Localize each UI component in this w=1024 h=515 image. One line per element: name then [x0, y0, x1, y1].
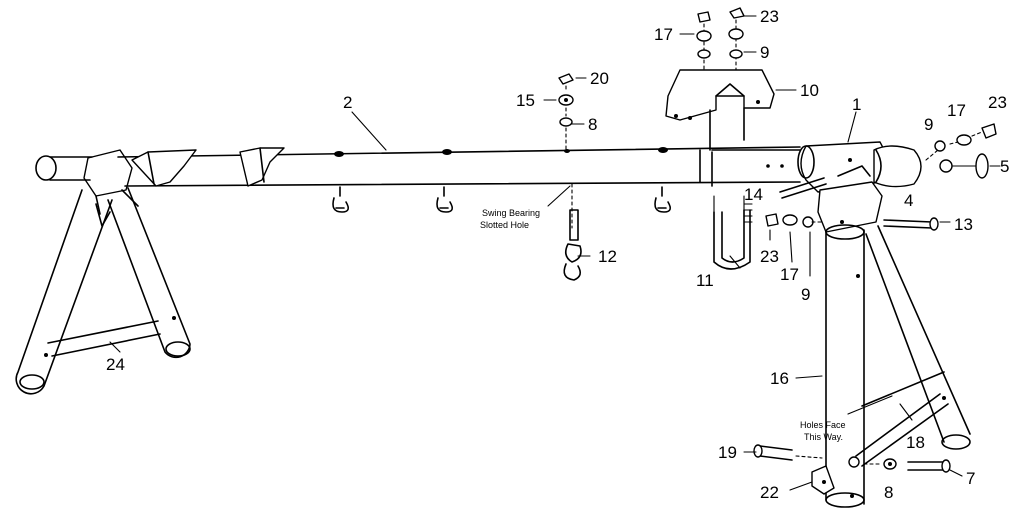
left-a-frame — [15, 149, 191, 395]
note-this-way: This Way. — [804, 432, 843, 442]
label-part-11: 11 — [696, 271, 714, 290]
u-bolt-11 — [713, 195, 753, 270]
label-part-9c: 9 — [801, 285, 810, 304]
label-part-2: 2 — [343, 93, 352, 112]
label-part-16: 16 — [770, 369, 789, 388]
label-part-23a: 23 — [760, 7, 779, 26]
label-part-1: 1 — [852, 95, 861, 114]
right-a-frame — [753, 224, 971, 508]
label-part-14: 14 — [744, 185, 763, 204]
connector-1 — [779, 141, 922, 233]
label-part-4: 4 — [904, 191, 913, 210]
crossbar-24 — [47, 320, 161, 357]
label-part-22: 22 — [760, 483, 779, 502]
bolt-13 — [765, 213, 939, 231]
hanger-12 — [563, 183, 582, 281]
note-swing-bearing: Swing Bearing — [482, 208, 540, 218]
eyebolt-5 — [925, 123, 997, 179]
part-labels: 2 20 15 8 17 23 9 10 1 9 17 23 5 4 14 13… — [106, 7, 1009, 502]
label-part-19: 19 — [718, 443, 737, 462]
notes: Swing Bearing Slotted Hole Holes Face Th… — [480, 208, 846, 442]
bracket-10 — [665, 7, 775, 151]
label-part-5: 5 — [1000, 157, 1009, 176]
note-slotted-hole: Slotted Hole — [480, 220, 529, 230]
label-part-10: 10 — [800, 81, 819, 100]
label-part-20: 20 — [590, 69, 609, 88]
top-beam — [35, 146, 801, 187]
label-part-13: 13 — [954, 215, 973, 234]
label-part-9b: 9 — [924, 115, 933, 134]
label-part-17c: 17 — [780, 265, 799, 284]
note-holes-face: Holes Face — [800, 420, 846, 430]
label-part-18: 18 — [906, 433, 925, 452]
label-part-15: 15 — [516, 91, 535, 110]
label-part-17a: 17 — [654, 25, 673, 44]
label-part-9a: 9 — [760, 43, 769, 62]
label-part-8b: 8 — [884, 483, 893, 502]
hardware-stack-20-15-8 — [558, 73, 574, 151]
label-part-8a: 8 — [588, 115, 597, 134]
label-part-24: 24 — [106, 355, 125, 374]
crossbar-18 — [855, 393, 949, 467]
label-part-12: 12 — [598, 247, 617, 266]
label-part-7: 7 — [966, 469, 975, 488]
swing-hangers — [332, 186, 672, 213]
label-part-17b: 17 — [947, 101, 966, 120]
label-part-23b: 23 — [988, 93, 1007, 112]
leg-16 — [865, 225, 971, 443]
label-part-23c: 23 — [760, 247, 779, 266]
leader-lines — [109, 15, 1001, 491]
